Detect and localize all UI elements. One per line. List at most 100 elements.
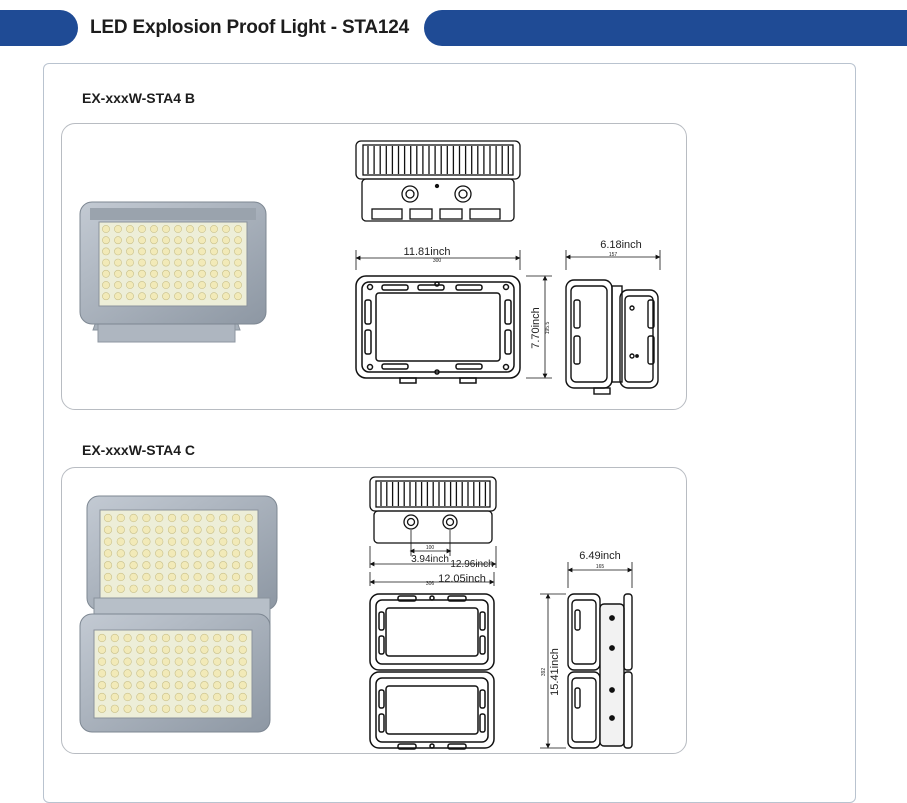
led-dot [174, 645, 183, 654]
led-dot [167, 549, 177, 558]
led-dot [174, 269, 182, 278]
dim-bracket-mm-c: 100 [426, 545, 435, 551]
led-dot [210, 225, 218, 233]
led-dot [231, 525, 241, 534]
led-dot [129, 525, 138, 534]
led-dot [138, 236, 146, 245]
model-label-c: EX-xxxW-STA4 C [82, 442, 196, 458]
header-bar-left [0, 10, 78, 46]
led-dot [210, 269, 218, 278]
led-dot [155, 549, 164, 558]
led-dot [161, 633, 171, 643]
led-dot [116, 572, 125, 582]
led-dot [210, 258, 218, 267]
led-dot [234, 281, 242, 289]
led-dot [200, 645, 209, 654]
led-dot [149, 633, 158, 643]
led-dot [142, 549, 151, 558]
led-dot [162, 225, 170, 233]
led-dot [210, 292, 218, 301]
led-dot [225, 704, 235, 713]
led-dot [206, 525, 215, 534]
led-dot [174, 657, 183, 666]
led-dot [174, 292, 182, 301]
led-dot [180, 513, 189, 523]
product-photo-b [79, 201, 267, 343]
led-dot [210, 236, 218, 245]
led-dot [129, 513, 138, 523]
page-title: LED Explosion Proof Light - STA124 [90, 17, 410, 38]
led-dot [167, 561, 177, 570]
led-dot [161, 704, 171, 713]
led-dot [219, 537, 228, 546]
led-dot [200, 692, 209, 702]
led-dot [200, 681, 209, 690]
led-dot [222, 269, 230, 278]
led-dot [174, 704, 183, 713]
led-dot [102, 236, 110, 245]
led-dot [103, 537, 113, 546]
led-dot [161, 681, 171, 690]
led-dot [231, 572, 241, 582]
front-view-b [355, 275, 521, 384]
front-view-c [369, 593, 495, 750]
led-dot [97, 657, 107, 666]
led-dot [162, 281, 170, 289]
led-dot [138, 292, 146, 301]
led-dot [174, 669, 183, 678]
led-dot [114, 292, 122, 301]
led-dot [210, 281, 218, 289]
led-dot [149, 657, 158, 666]
led-dot [187, 704, 196, 713]
led-dot [126, 225, 134, 233]
led-dot [103, 513, 113, 523]
led-dot [126, 258, 134, 267]
led-dot [219, 549, 228, 558]
top-view-b [355, 140, 521, 222]
dim-width-mm-b: 300 [433, 258, 442, 264]
led-dot [116, 537, 125, 546]
led-dot [97, 704, 107, 713]
led-dot [198, 269, 206, 278]
led-dot [174, 281, 182, 289]
led-dot [116, 513, 125, 523]
dim-width-c: 12.05inch [438, 573, 486, 585]
led-dot [206, 584, 215, 593]
led-dot [110, 657, 119, 666]
led-dot [103, 549, 113, 558]
led-dot [180, 572, 189, 582]
led-dot [180, 561, 189, 570]
led-dot [110, 645, 119, 654]
led-dot [234, 258, 242, 267]
led-dot [102, 269, 110, 278]
led-dot [225, 669, 235, 678]
led-dot [110, 704, 119, 713]
led-dot [213, 657, 222, 666]
led-dot [225, 657, 235, 666]
led-dot [149, 681, 158, 690]
led-dot [110, 669, 119, 678]
dim-depth-mm-c: 165 [596, 564, 605, 570]
led-dot [238, 704, 247, 713]
dimension-lines-c-top [369, 530, 497, 586]
led-dot [238, 669, 247, 678]
led-dot [187, 657, 196, 666]
led-dot [123, 669, 132, 678]
led-dot [167, 584, 177, 593]
led-dot [149, 704, 158, 713]
led-dot [142, 525, 151, 534]
led-dot [222, 247, 230, 256]
led-dot [103, 525, 113, 534]
led-dot [142, 561, 151, 570]
led-dot [225, 645, 235, 654]
led-dot [138, 258, 146, 267]
led-dot [116, 584, 125, 593]
dimension-lines-c-side [540, 562, 633, 749]
led-dot [136, 704, 145, 713]
dim-height-mm-c: 392 [541, 668, 547, 677]
led-dot [103, 572, 113, 582]
led-dot [114, 281, 122, 289]
led-dot [126, 292, 134, 301]
led-dot [123, 633, 132, 643]
led-dot [136, 681, 145, 690]
